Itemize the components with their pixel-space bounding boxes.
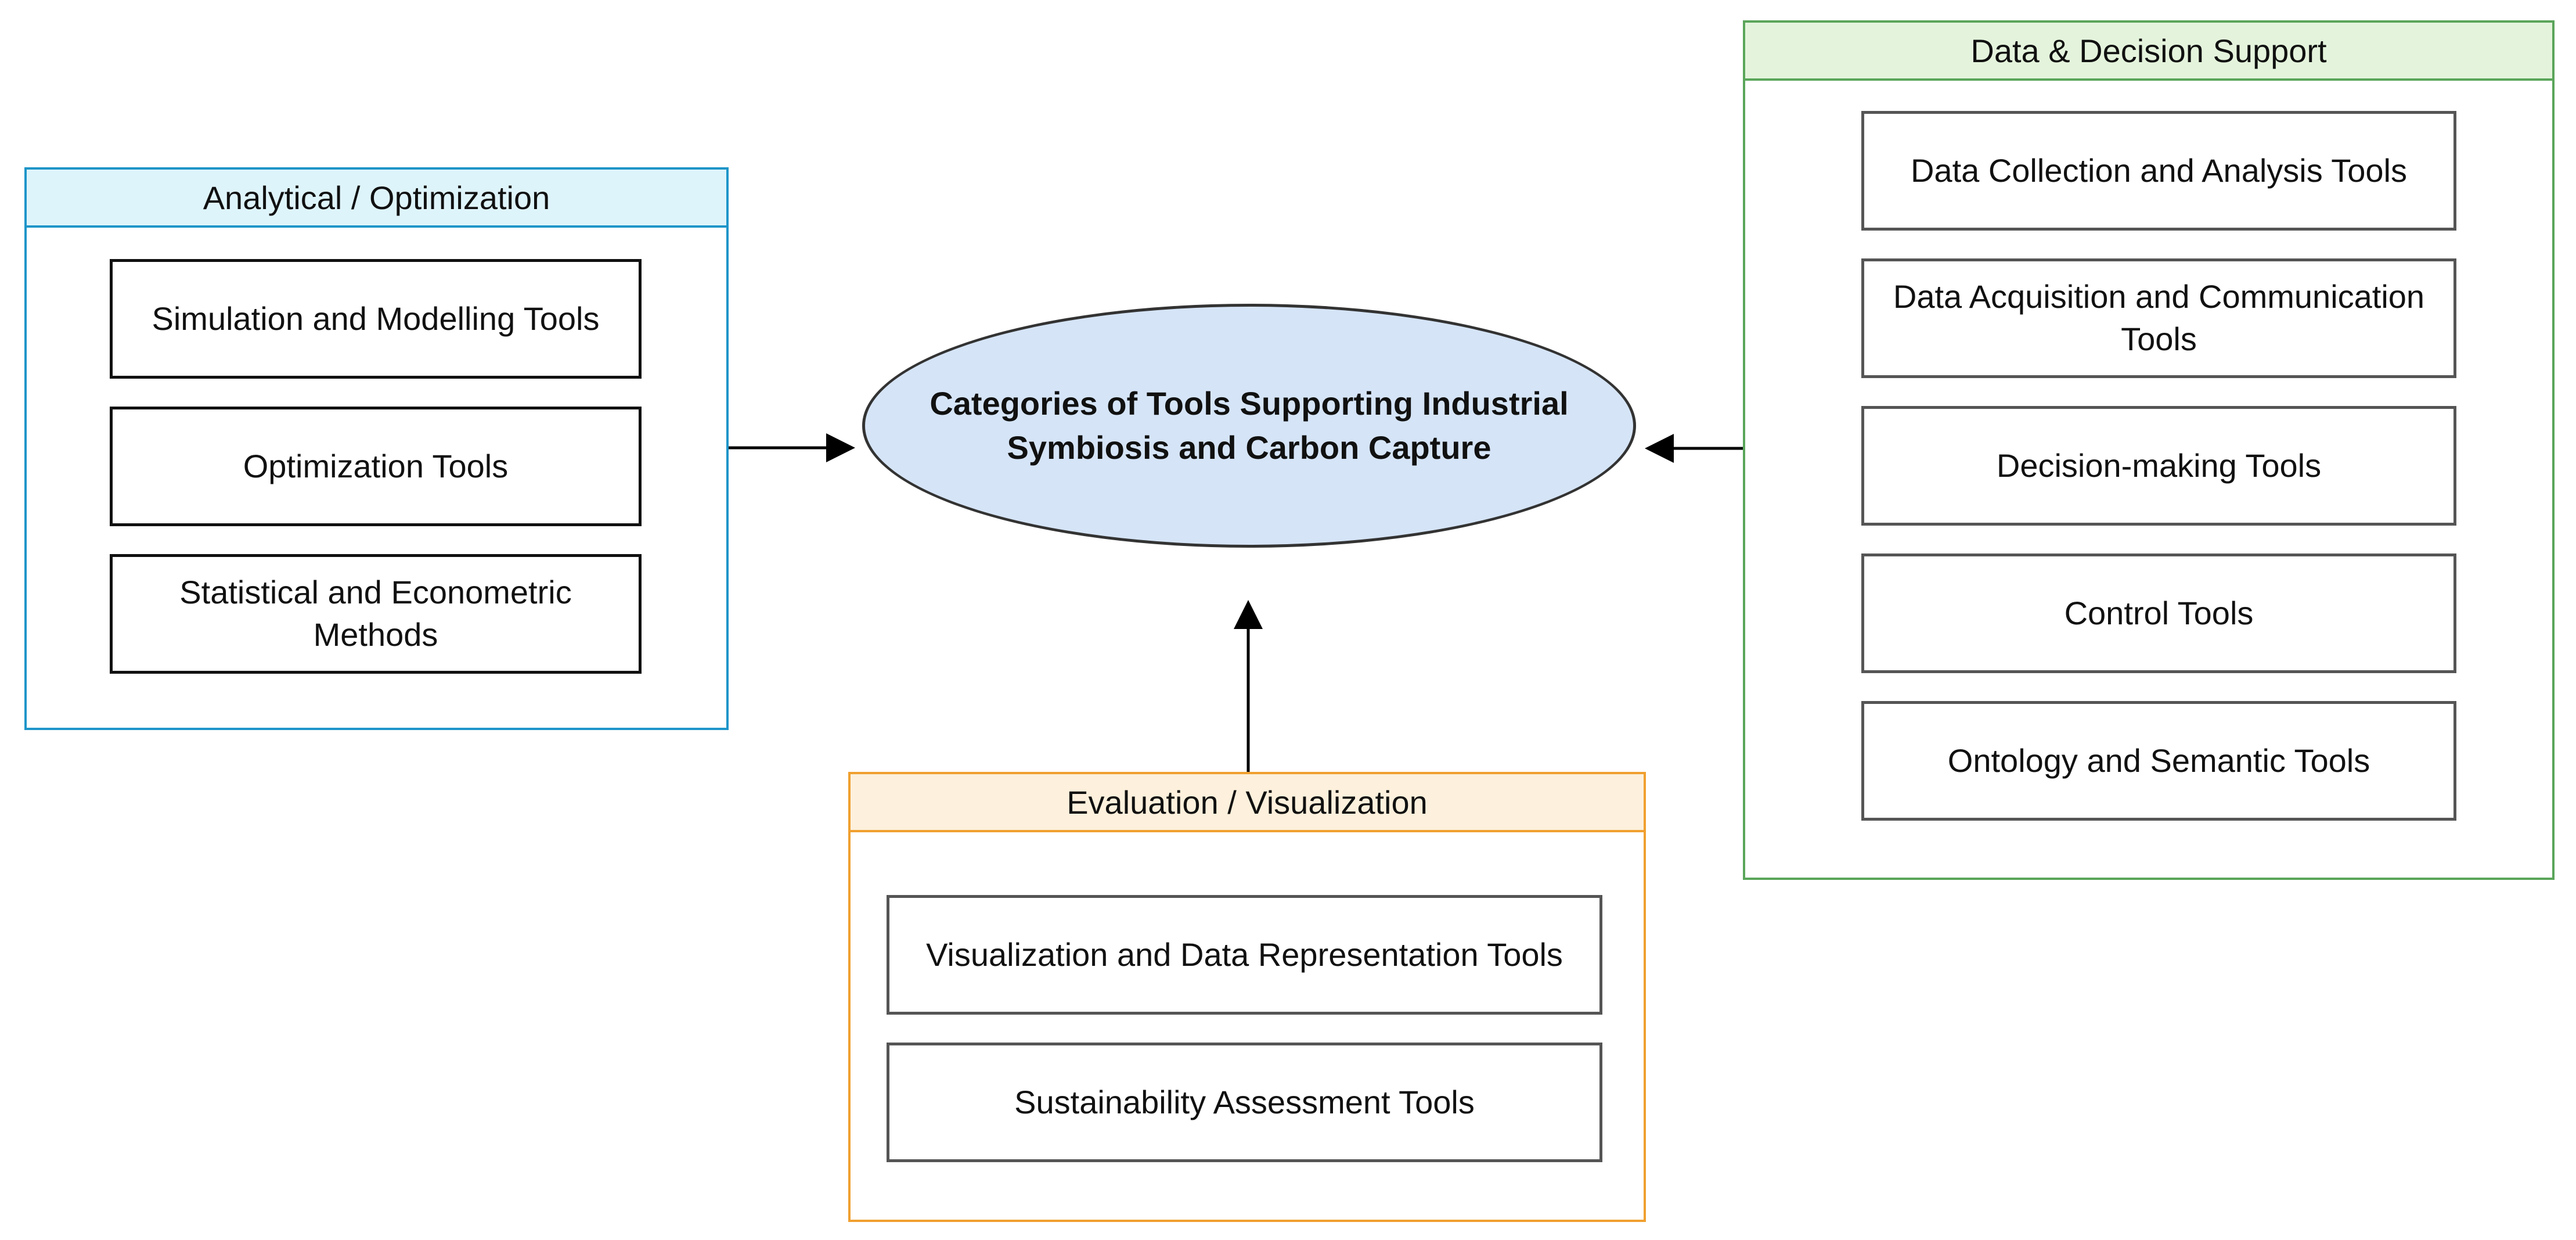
group-data-decision-support: Data & Decision Support Data Collection … [1743, 20, 2555, 880]
group-evaluation-visualization-header: Evaluation / Visualization [851, 774, 1644, 832]
group-data-decision-support-header: Data & Decision Support [1745, 23, 2552, 81]
group-evaluation-visualization: Evaluation / Visualization Visualization… [848, 772, 1646, 1222]
tool-statistical-econometric: Statistical and Econometric Methods [110, 554, 642, 674]
tool-control: Control Tools [1861, 553, 2456, 673]
tool-sustainability-assessment: Sustainability Assessment Tools [887, 1043, 1602, 1162]
tool-optimization: Optimization Tools [110, 407, 642, 526]
group-analytical-optimization-header: Analytical / Optimization [27, 170, 726, 228]
tool-visualization-data-representation: Visualization and Data Representation To… [887, 895, 1602, 1015]
center-node: Categories of Tools Supporting Industria… [862, 304, 1636, 548]
tool-decision-making: Decision-making Tools [1861, 406, 2456, 526]
tool-data-collection-analysis: Data Collection and Analysis Tools [1861, 111, 2456, 231]
tool-data-acquisition-communication: Data Acquisition and Communication Tools [1861, 258, 2456, 378]
center-title: Categories of Tools Supporting Industria… [929, 385, 1569, 466]
group-analytical-optimization: Analytical / Optimization Simulation and… [24, 167, 729, 730]
tool-simulation-modelling: Simulation and Modelling Tools [110, 259, 642, 379]
tool-ontology-semantic: Ontology and Semantic Tools [1861, 701, 2456, 821]
